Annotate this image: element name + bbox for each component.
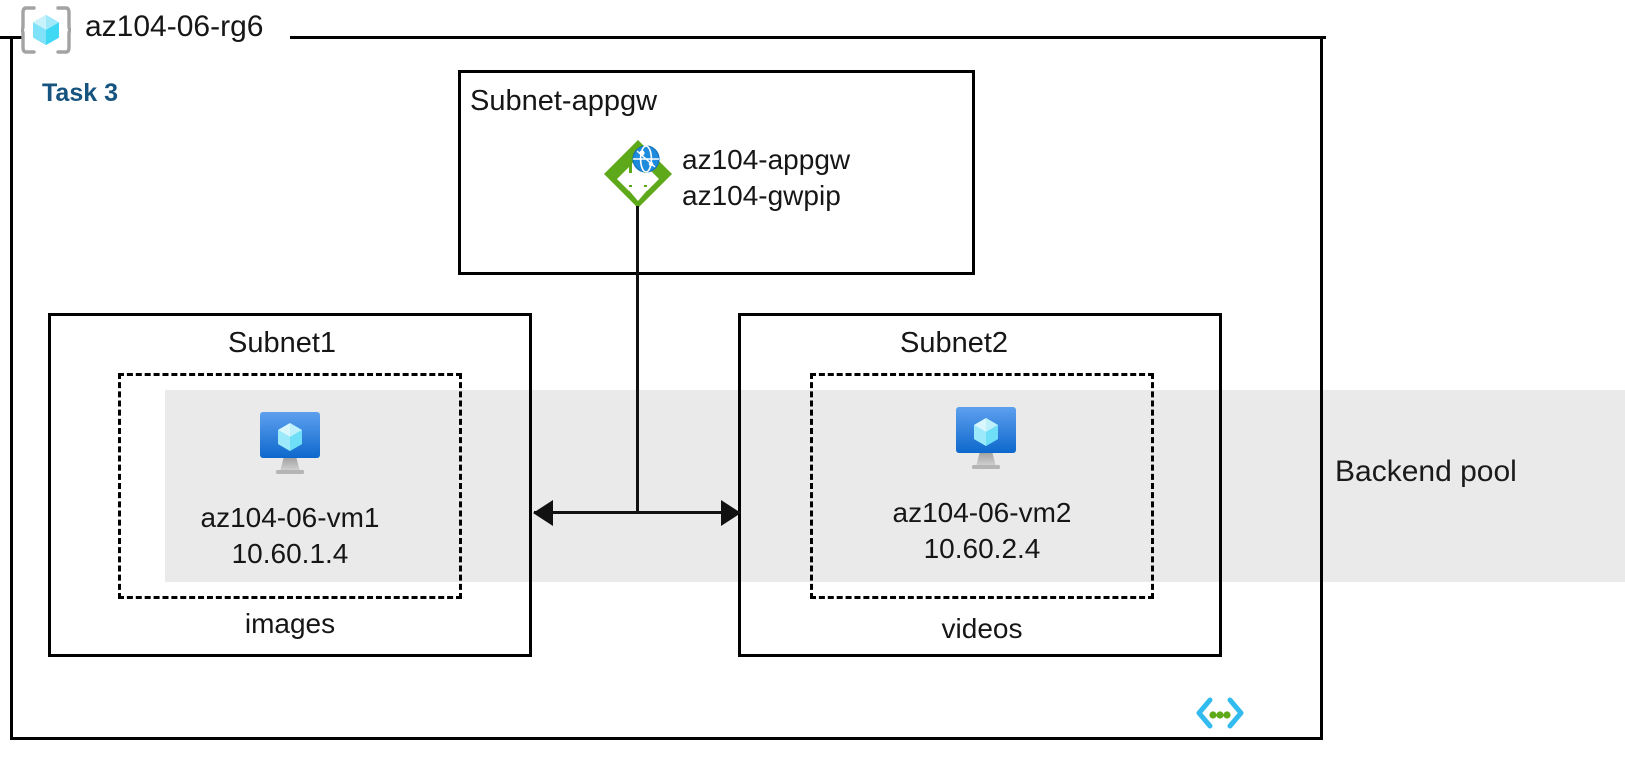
vm1-name: az104-06-vm1 <box>200 502 380 533</box>
subnet2-title: Subnet2 <box>900 327 1009 359</box>
vm2-ip: 10.60.2.4 <box>923 532 1041 564</box>
resource-group-title: az104-06-rg6 <box>85 10 264 43</box>
arrow-head-right-icon <box>721 500 741 526</box>
vm1-ip: 10.60.1.4 <box>231 537 349 569</box>
subnet1-title: Subnet1 <box>228 327 337 359</box>
code-brackets-icon <box>1196 694 1244 732</box>
subnet1-inner-label: images <box>244 608 336 639</box>
subnet1-box <box>48 313 532 657</box>
vm1-resource-names: az104-06-vm1 10.60.1.4 <box>118 500 462 571</box>
subnet1-dashed-group <box>118 373 462 599</box>
gwpip-name: az104-gwpip <box>682 179 841 211</box>
resource-group-top-line-left <box>0 36 22 39</box>
virtual-machine-icon <box>254 408 326 476</box>
subnet2-inner-label: videos <box>941 613 1023 644</box>
backend-pool-label: Backend pool <box>1335 455 1517 488</box>
subnet-appgw-title: Subnet-appgw <box>470 85 658 117</box>
task-label: Task 3 <box>42 79 118 107</box>
application-gateway-icon <box>601 137 675 211</box>
subnet2-box <box>738 313 1222 657</box>
arrow-head-left-icon <box>533 500 553 526</box>
subnet1-subnet2-connector <box>534 511 740 514</box>
appgw-name: az104-appgw <box>682 144 851 175</box>
backend-pool-band <box>165 390 1625 582</box>
resource-group-top-line-right <box>290 36 1326 39</box>
resource-group-container <box>10 36 1323 740</box>
vm2-name: az104-06-vm2 <box>892 497 1072 528</box>
virtual-machine-icon <box>950 403 1022 471</box>
vm2-resource-names: az104-06-vm2 10.60.2.4 <box>810 495 1154 566</box>
resource-group-icon <box>20 4 72 56</box>
appgw-to-subnets-connector <box>636 206 639 513</box>
subnet2-dashed-group <box>810 373 1154 599</box>
appgw-resource-names: az104-appgw az104-gwpip <box>682 142 850 213</box>
subnet-appgw-box <box>458 70 975 275</box>
